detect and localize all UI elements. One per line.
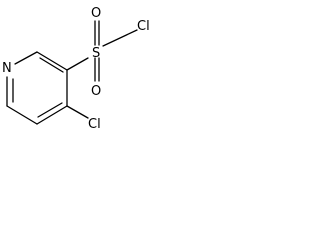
bond-c3-s [66,57,89,71]
atom-label-oxygen-top: O [91,6,101,21]
pyridine-ring [6,51,68,125]
bond-c4-c5 [36,105,68,125]
atom-label-sulfonyl-chlorine: Cl [137,19,150,34]
bond-c5-c6 [6,105,38,125]
bond-c4-c5-inner [37,102,63,118]
atom-label-sulfur: S [92,46,100,61]
bond-n-c2 [14,51,38,65]
bond-c4-cl [66,105,89,119]
chemical-structure-diagram: N S O O Cl Cl [2,6,150,132]
atom-label-oxygen-bottom: O [91,84,101,99]
bond-c2-c3-inner [39,57,64,73]
atom-label-nitrogen: N [2,61,12,76]
bond-s-cl [102,29,138,47]
bond-c2-c3 [36,51,68,71]
atom-label-ring-chlorine: Cl [88,117,101,132]
